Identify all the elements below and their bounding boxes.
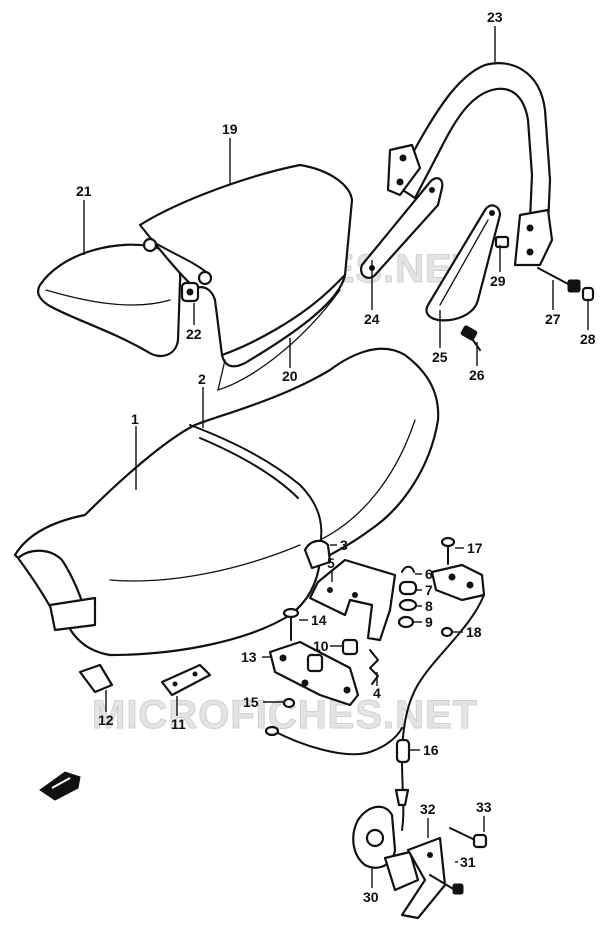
callout-2: 2 (198, 371, 206, 387)
leader-lines (83, 26, 589, 888)
callout-13: 13 (241, 649, 257, 665)
part-26-bolt (460, 325, 481, 351)
callout-28: 28 (580, 331, 596, 347)
callout-16: 16 (423, 742, 439, 758)
part-22-grommet (180, 281, 200, 303)
part-33-bolt (449, 827, 488, 849)
part-15-clip (282, 697, 296, 709)
callout-25: 25 (432, 349, 448, 365)
part-29-collar (494, 235, 510, 249)
part-13-lock-bracket (268, 640, 360, 707)
callout-22: 22 (186, 326, 202, 342)
part-18-holder (430, 563, 486, 638)
callout-12: 12 (98, 712, 114, 728)
part-16-seat-lock-cable (264, 594, 485, 831)
part-30-seat-lock (352, 805, 420, 892)
callout-1: 1 (131, 411, 139, 427)
callout-11: 11 (171, 716, 186, 732)
part-28-nut (581, 286, 595, 302)
front-arrow-icon (39, 771, 81, 801)
callout-5: 5 (327, 555, 335, 571)
callout-15: 15 (243, 694, 259, 710)
callout-4: 4 (373, 685, 381, 701)
part-12-plate (78, 663, 114, 694)
callout-29: 29 (490, 273, 506, 289)
callout-18: 18 (466, 624, 482, 640)
callout-8: 8 (425, 598, 433, 614)
part-9-nut (397, 615, 415, 629)
callout-26: 26 (469, 367, 485, 383)
part-1-main-seat (13, 347, 440, 657)
callout-27: 27 (545, 311, 561, 327)
callout-14: 14 (311, 612, 327, 628)
part-32-lock-bracket (400, 836, 447, 920)
callout-6: 6 (425, 566, 433, 582)
callout-20: 20 (282, 368, 298, 384)
callout-31: 31 (460, 854, 476, 870)
callout-19: 19 (222, 121, 238, 137)
part-5-latch-bracket (308, 558, 397, 642)
part-23-grab-rail (386, 62, 554, 267)
callout-10: 10 (313, 638, 329, 654)
part-6-hook (401, 565, 415, 573)
part-8-washer (398, 598, 418, 612)
part-24-bracket (360, 177, 444, 279)
callout-24: 24 (364, 311, 380, 327)
part-19-tail-cover (138, 163, 354, 391)
part-10-bush (341, 638, 359, 656)
callout-9: 9 (425, 614, 433, 630)
callout-21: 21 (76, 183, 92, 199)
callout-33: 33 (476, 799, 492, 815)
callout-32: 32 (420, 801, 436, 817)
part-25-bracket (425, 204, 502, 322)
part-14-screw (282, 607, 300, 641)
callout-3: 3 (340, 537, 348, 553)
callout-labels: 1 2 3 4 5 6 7 8 9 10 11 12 13 14 15 16 1… (76, 9, 596, 905)
callout-17: 17 (467, 540, 483, 556)
callout-7: 7 (425, 582, 433, 598)
part-7-cushion (398, 580, 418, 596)
part-4-spring (369, 649, 379, 685)
part-31-bolt (429, 874, 464, 895)
callout-30: 30 (363, 889, 379, 905)
part-27-bolt (537, 267, 581, 293)
part-17-screw (440, 536, 456, 565)
callout-23: 23 (487, 9, 503, 25)
part-11-plate (160, 663, 212, 697)
part-21-seat-pad (37, 243, 182, 358)
